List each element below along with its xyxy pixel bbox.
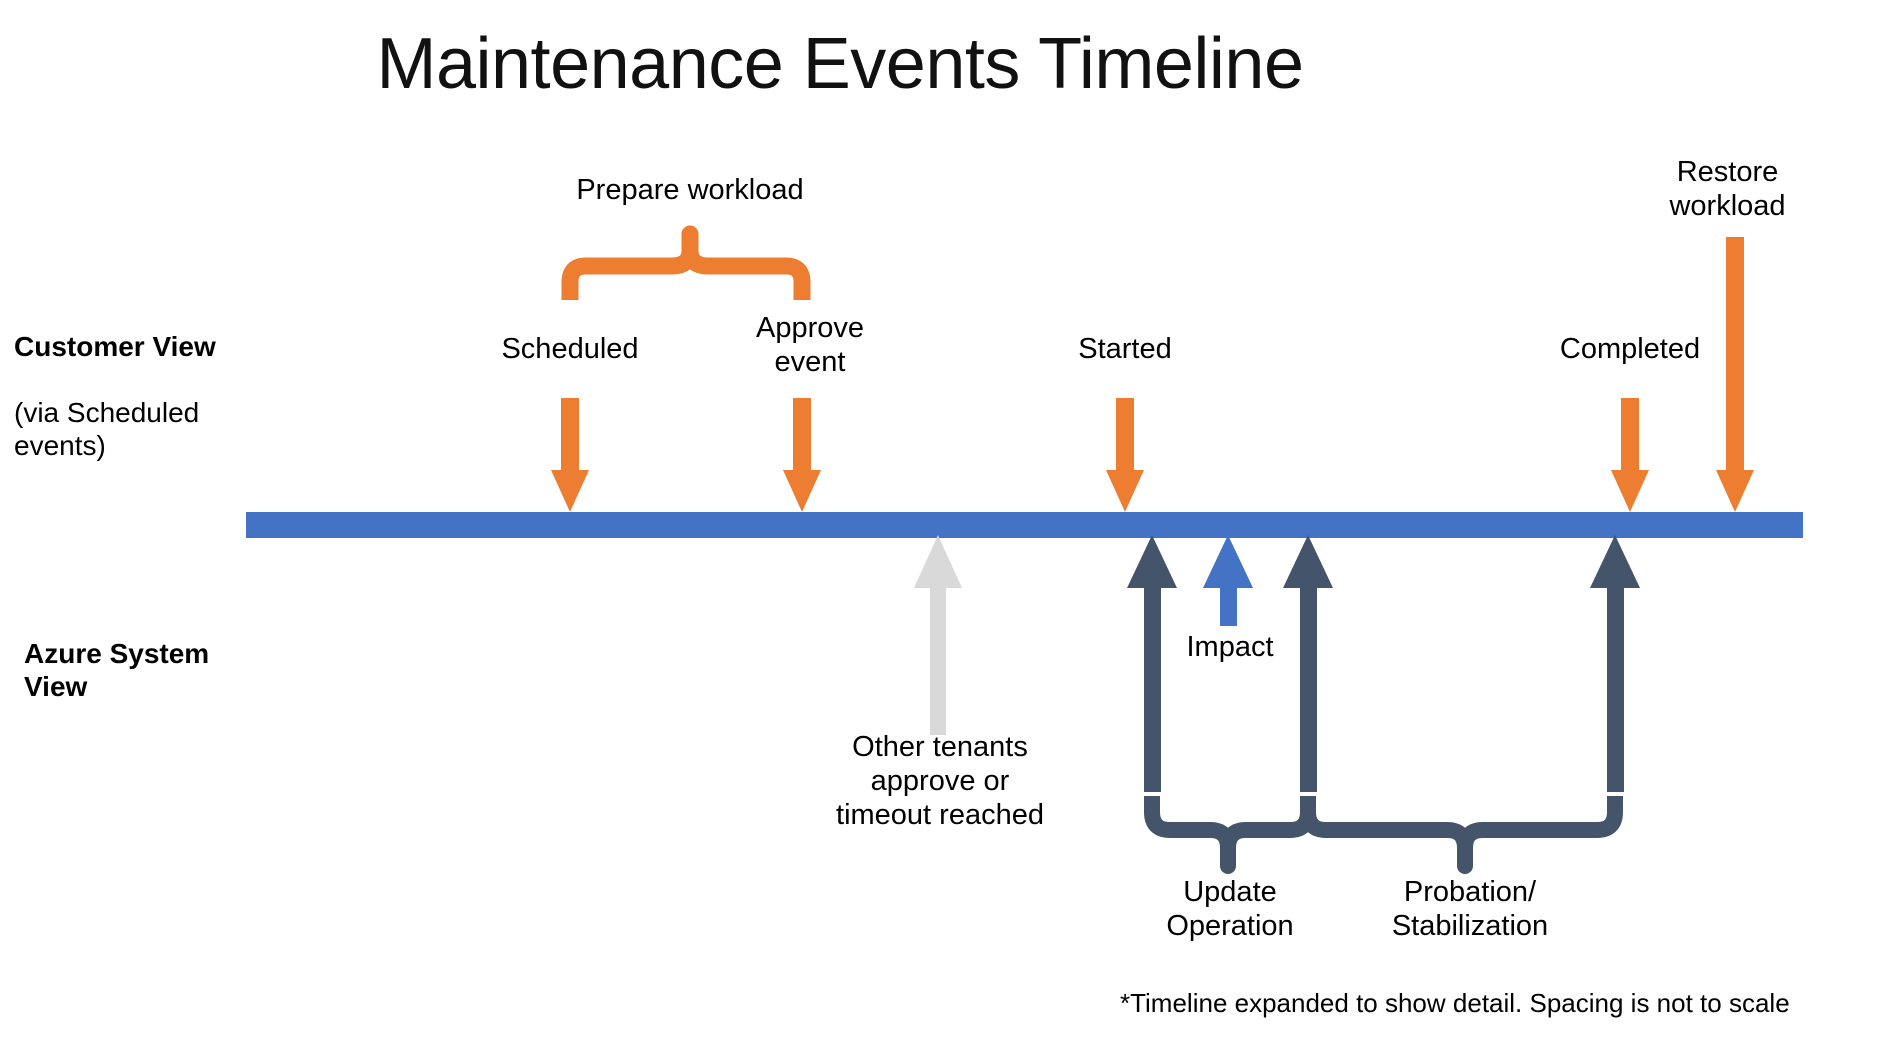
up-arrow-icon: [1203, 535, 1253, 588]
up-arrow-icon: [1127, 535, 1177, 588]
label-restore-workload: Restore workload: [1669, 156, 1786, 223]
label-approve-event: Approve event: [755, 312, 864, 379]
footnote: *Timeline expanded to show detail. Spaci…: [1120, 988, 1790, 1018]
label-prepare-workload: Prepare workload: [576, 174, 804, 206]
marker-completed: [1611, 398, 1649, 512]
label-impact: Impact: [1186, 631, 1274, 663]
label-other-tenants: Other tenants approve or timeout reached: [836, 731, 1044, 832]
down-arrow-icon: [783, 470, 821, 512]
up-arrow-icon: [1283, 535, 1333, 588]
page-title: Maintenance Events Timeline: [376, 24, 1305, 104]
up-arrow-icon: [914, 535, 962, 588]
up-arrow-icon: [930, 580, 946, 735]
down-arrow-icon: [1611, 470, 1649, 512]
prepare-workload-brace: [561, 225, 811, 300]
marker-probation-end: [1590, 535, 1640, 792]
row-label-customer-view-title: Customer View: [14, 331, 216, 363]
marker-restore-workload: [1716, 237, 1754, 512]
marker-approve-event: [783, 398, 821, 512]
label-completed: Completed: [1559, 333, 1701, 365]
label-update-operation: Update Operation: [1166, 876, 1294, 943]
marker-probation-start: [1283, 535, 1333, 792]
down-arrow-icon: [793, 398, 811, 480]
up-arrow-icon: [1144, 580, 1161, 792]
up-arrow-icon: [1220, 580, 1237, 626]
marker-started: [1106, 398, 1144, 512]
down-arrow-icon: [1621, 398, 1639, 480]
down-arrow-icon: [1106, 470, 1144, 512]
marker-scheduled: [551, 398, 589, 512]
update-operation-brace: [1144, 796, 1316, 874]
down-arrow-icon: [1116, 398, 1134, 480]
marker-impact: [1203, 535, 1253, 626]
label-started: Started: [1078, 333, 1172, 365]
label-scheduled: Scheduled: [501, 333, 639, 365]
up-arrow-icon: [1590, 535, 1640, 588]
down-arrow-icon: [561, 398, 579, 480]
marker-update-operation-start: [1127, 535, 1177, 792]
label-probation-stabilization: Probation/ Stabilization: [1391, 876, 1549, 943]
row-label-customer-view: Customer View (via Scheduled events): [14, 297, 264, 462]
down-arrow-icon: [551, 470, 589, 512]
row-label-customer-view-subtitle: (via Scheduled events): [14, 397, 200, 462]
down-arrow-icon: [1716, 470, 1754, 512]
probation-brace: [1300, 796, 1623, 874]
up-arrow-icon: [1607, 580, 1624, 792]
up-arrow-icon: [1300, 580, 1317, 792]
down-arrow-icon: [1726, 237, 1744, 480]
marker-other-tenants: [914, 535, 962, 735]
timeline-bar: [246, 512, 1803, 538]
row-label-azure-system-view: Azure System View: [24, 638, 210, 703]
